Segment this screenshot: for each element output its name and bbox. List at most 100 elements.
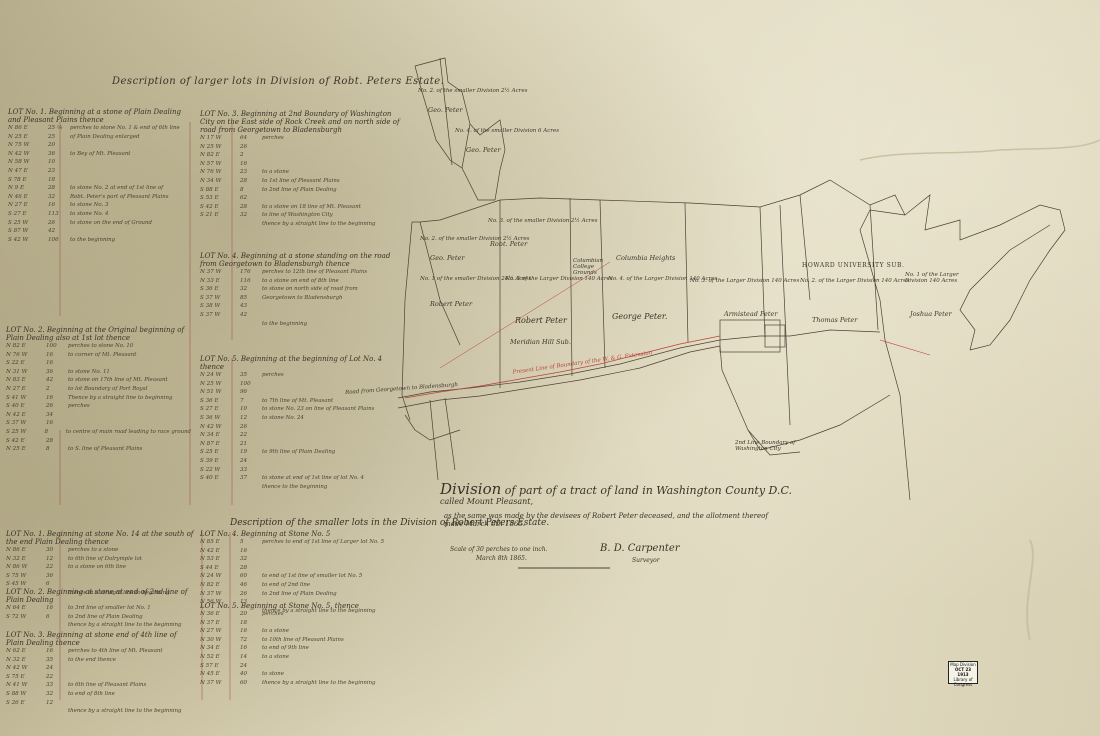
course-distance: 176 (240, 269, 251, 275)
course-distance: 26 (240, 143, 248, 150)
paper-fold (859, 139, 1100, 161)
course-distance: 32 (240, 212, 248, 219)
course-bearing: N 86 W (6, 564, 28, 571)
course-bearing: N 25 E (6, 446, 26, 453)
course-note: to line of Washington City (262, 212, 333, 219)
road-line (397, 345, 721, 409)
lot-heading: LOT No. 1. Beginning at stone No. 14 at … (6, 530, 194, 546)
course-note: perches to end of 1st line of Larger lot… (262, 539, 385, 545)
lot-heading: LOT No. 2. Beginning at the Original beg… (6, 326, 185, 342)
course-distance: 32 (240, 286, 248, 293)
course-bearing: N 53 E (200, 556, 220, 563)
course-note: to stone on north side of road from (262, 286, 358, 293)
course-bearing: N 9 E (8, 185, 25, 192)
lot-heading: LOT No. 4. Beginning at a stone standing… (200, 252, 391, 268)
course-bearing: S 37 W (200, 311, 221, 318)
course-note: to 6th line of Dalrymple lot (68, 555, 142, 562)
course-bearing: N 27 E (8, 202, 28, 209)
owner-label: Robt. Peter (490, 240, 528, 248)
course-distance: 12 (46, 555, 54, 562)
division-line (569, 197, 573, 377)
lot-course-row: thence by a straight line to the beginni… (200, 220, 400, 229)
course-distance (46, 621, 62, 630)
small-lot-5-description: LOT No. 5. Beginning at Stone No. 5, the… (200, 602, 405, 687)
course-note: to end of 2nd line (262, 581, 311, 588)
lot-3-description: LOT No. 3. Beginning at 2nd Boundary of … (200, 110, 400, 229)
course-distance: 22 (240, 432, 248, 439)
course-note: to 6th line of Pleasant Plains (68, 682, 147, 689)
course-note: to 9th line of Plain Dealing (262, 449, 336, 456)
lot-course-row: thence to the beginning (200, 483, 400, 492)
course-bearing: N 25 E (8, 133, 28, 140)
course-bearing: N 27 E (6, 385, 26, 392)
course-bearing: S 88 E (200, 186, 219, 193)
boundary-line (419, 221, 461, 346)
course-bearing: N 58 W (8, 159, 30, 166)
course-bearing: N 24 W (200, 372, 222, 378)
course-bearing: S 39 E (200, 457, 219, 464)
meridian-red-line (439, 261, 611, 369)
course-bearing: N 75 W (8, 142, 30, 149)
course-distance: 100 (46, 343, 57, 349)
library-stamp: Map Division OCT 23 1913 Library of Cong… (948, 661, 978, 687)
course-distance: 23 (48, 167, 56, 174)
lot-heading: LOT No. 2. Beginning at stone at end of … (6, 588, 188, 604)
surveyor-role: Surveyor (632, 557, 660, 564)
course-bearing: S 42 E (6, 437, 25, 444)
lot-heading: LOT No. 1. Beginning at a stone of Plain… (8, 108, 181, 124)
course-note: perches to 12th line of Pleasant Plains (262, 269, 368, 275)
map-subtitle: called Mount Pleasant, (440, 497, 534, 506)
course-distance: 32 (48, 193, 56, 200)
course-bearing: S 27 E (8, 210, 27, 217)
reserve-parcel (764, 324, 786, 348)
course-distance: 5 (240, 539, 244, 545)
course-note: thence to the beginning (262, 483, 328, 490)
course-distance: 2 (46, 385, 50, 392)
course-note: Robt. Peter's part of Pleasant Plains (70, 193, 169, 200)
course-distance: 7 (240, 397, 244, 404)
course-distance: 16 (48, 202, 56, 209)
owner-label: George Peter. (612, 312, 668, 321)
course-bearing: N 33 E (200, 277, 220, 284)
course-note: to 7th line of Mt. Pleasant (262, 397, 334, 404)
course-bearing: N 82 E (200, 152, 220, 159)
course-bearing: S 78 E (8, 176, 27, 183)
course-note: to 1st line of Pleasant Plains (262, 177, 340, 184)
course-bearing: N 42 W (8, 150, 30, 157)
course-note: to 3rd line of smaller lot No. 1 (68, 605, 151, 611)
lot-heading: LOT No. 5. Beginning at Stone No. 5, the… (200, 602, 359, 610)
course-distance: 18 (240, 619, 248, 626)
course-bearing: S 75 E (6, 673, 25, 680)
boundary-line (759, 394, 891, 451)
boundary-line (461, 167, 495, 201)
course-bearing: N 52 E (200, 653, 220, 660)
division-line (684, 202, 689, 343)
course-note: to stone No. 2 at end of 1st line of (70, 185, 164, 192)
course-distance: 26 (240, 423, 248, 430)
course-distance: 25 (48, 133, 56, 140)
parcel-label: No. 2. of the Larger Division 140 Acres (800, 278, 910, 284)
course-bearing: N 51 W (200, 389, 222, 396)
course-note: to stone on the end of Ground (70, 219, 152, 226)
